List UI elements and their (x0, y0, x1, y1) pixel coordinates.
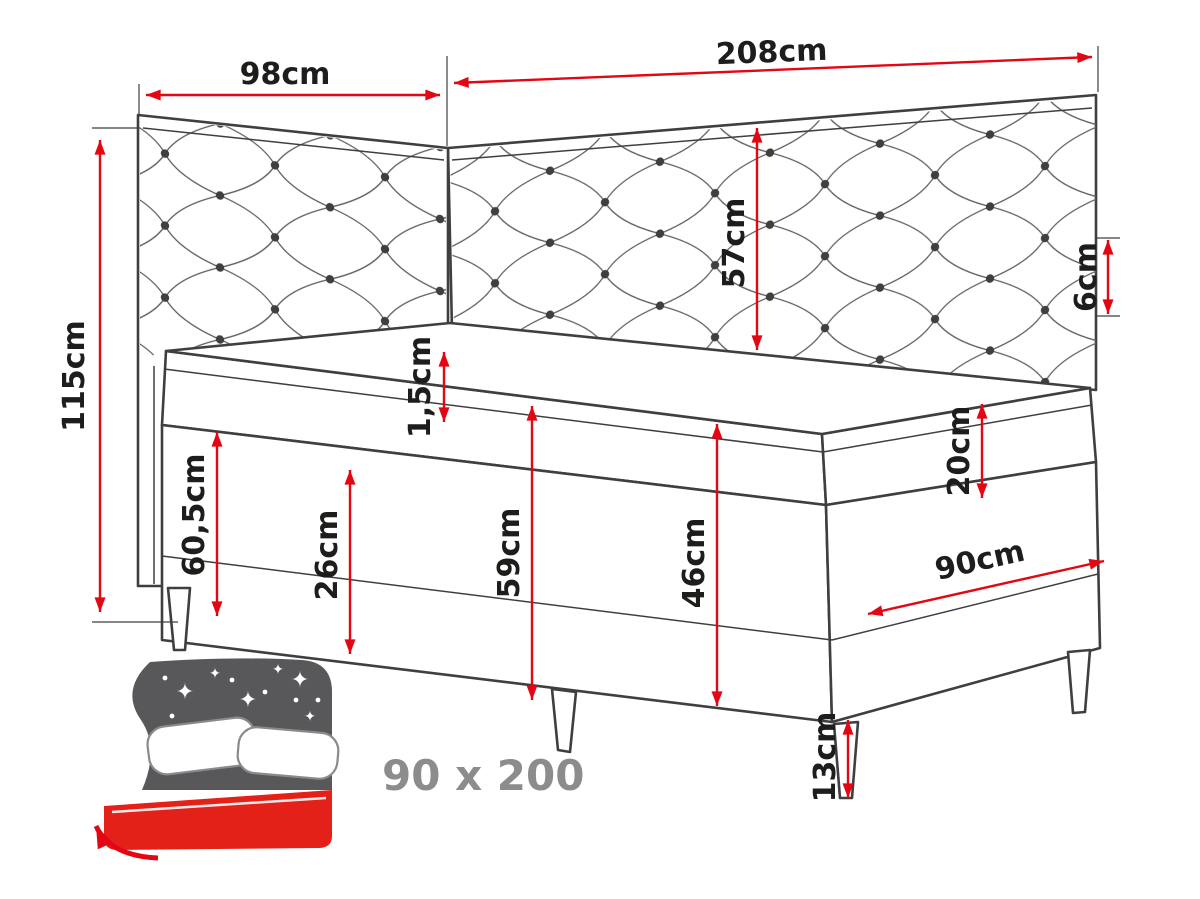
dimension-label: 115cm (57, 320, 92, 432)
dimension-label: 13cm (808, 712, 843, 803)
leg-front-middle (550, 687, 578, 754)
dimension-label: 6cm (1069, 242, 1104, 312)
mattress (160, 321, 1098, 507)
dimension-label: 1,5cm (403, 336, 438, 438)
star-icon: ✦ (272, 662, 284, 678)
star-dot (262, 689, 268, 695)
dimension-13cm: 13cm (808, 712, 854, 803)
star-dot (169, 713, 175, 719)
tufting-pattern-side (140, 117, 446, 361)
star-dot (229, 677, 235, 683)
star-dot (315, 697, 321, 703)
bed-drawing (136, 93, 1102, 800)
leg-front-left (166, 586, 192, 652)
dimension-label: 59cm (492, 508, 527, 599)
topper-seam-right (822, 404, 1093, 453)
back-panel-top-edge (451, 107, 1093, 161)
icon-mattress-seam (111, 796, 327, 814)
dimension-label: 60,5cm (177, 453, 212, 576)
dimension-98cm: 98cm (146, 57, 441, 101)
dimension-label: 57cm (717, 198, 752, 289)
dimension-label: 26cm (310, 510, 345, 601)
dimension-label: 20cm (942, 406, 977, 497)
star-dot (162, 675, 168, 681)
dimension-line (453, 52, 1093, 88)
star-icon: ✦ (176, 680, 194, 705)
dimension-26cm: 26cm (310, 469, 356, 654)
leg-back-right (1066, 648, 1092, 715)
dimension-label: 46cm (677, 518, 712, 609)
dimension-60-5cm: 60,5cm (177, 431, 223, 616)
icon-pillow-right (236, 726, 340, 780)
mattress-top-face (164, 321, 1092, 436)
dimensions: 98cm 208cm 115cm 57cm 6cm 1,5cm 20cm (57, 33, 1114, 803)
dimension-1-5cm: 1,5cm (403, 336, 450, 438)
dimension-line (867, 558, 1105, 617)
star-icon: ✦ (304, 709, 316, 725)
dimension-6cm: 6cm (1069, 240, 1114, 315)
bed-size-label: 90 x 200 (382, 751, 584, 800)
extension-lines (92, 46, 1120, 623)
dimension-46cm: 46cm (677, 423, 723, 706)
star-dot (293, 697, 299, 703)
icon-mattress (104, 790, 332, 850)
dimension-label: 208cm (715, 33, 828, 72)
side-panel-top-edge (142, 127, 445, 161)
dimension-label: 98cm (240, 57, 331, 92)
fold-direction-arrow-icon (93, 824, 159, 861)
dimension-59cm: 59cm (492, 405, 538, 700)
star-icon: ✦ (209, 666, 221, 682)
dimension-208cm: 208cm (453, 33, 1093, 88)
star-icon: ✦ (239, 688, 257, 713)
dimension-115cm: 115cm (57, 140, 106, 612)
dimension-20cm: 20cm (942, 403, 988, 499)
bed-size-icon: ✦ ✦ ✦ ✦ ✦ ✦ ✦ 90 x 200 (93, 658, 584, 861)
star-icon: ✦ (291, 668, 309, 693)
dimension-57cm: 57cm (717, 128, 763, 351)
